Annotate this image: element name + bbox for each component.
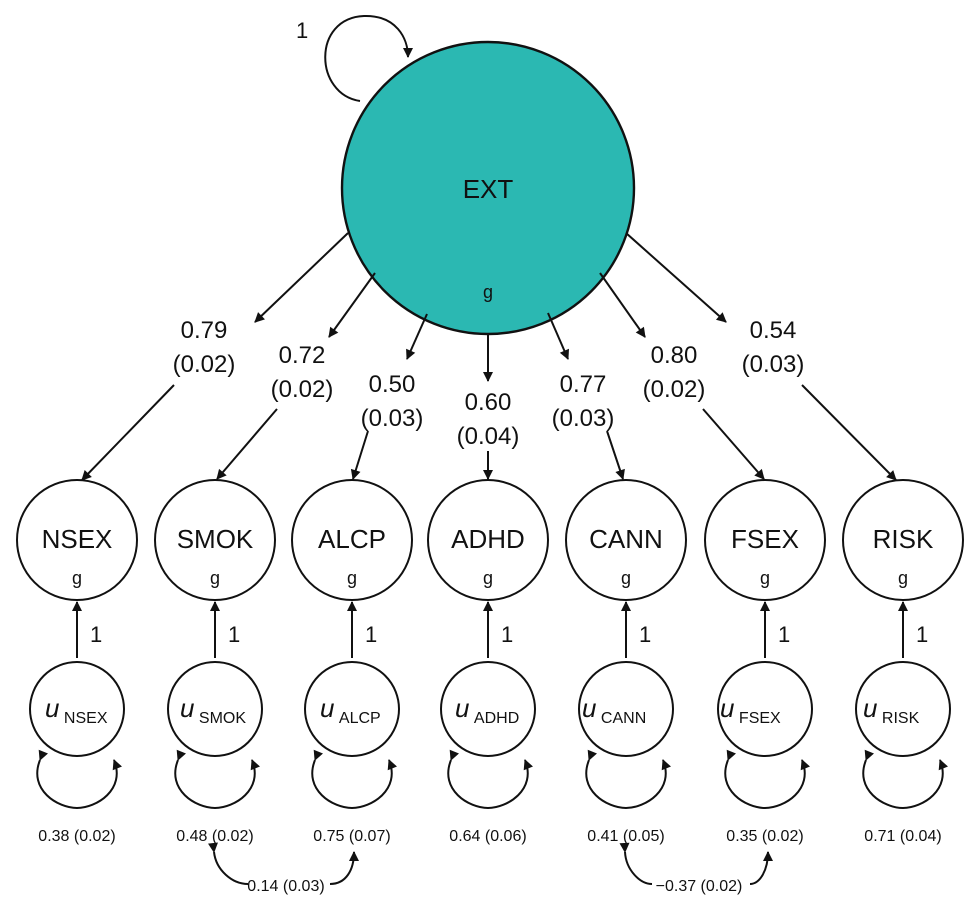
loading-se-fsex: (0.02) — [643, 376, 706, 403]
covariance-label-cann-fsex: −0.37 (0.02) — [656, 878, 743, 895]
residual-label-smok: u SMOK — [180, 693, 246, 727]
residual-variance-loop-smok — [174, 749, 260, 810]
loading-value-adhd: 0.60 — [465, 389, 512, 416]
indicator-label-nsex: NSEX — [42, 524, 113, 554]
residual-label-risk: u RISK — [863, 693, 920, 727]
loading-arrow-alcp-lower — [350, 430, 369, 480]
indicator-circle-fsex — [704, 479, 826, 601]
loading-arrow-fsex — [599, 272, 646, 338]
residual-variance-loop-fsex — [724, 749, 810, 810]
residual-path-label-adhd: 1 — [501, 622, 513, 647]
loading-se-smok: (0.02) — [271, 376, 334, 403]
indicator-circle-alcp — [291, 479, 413, 601]
indicator-cann: 0.77 (0.03) CANN g 1 u CANN 0.41 (0.05) — [547, 312, 687, 845]
loading-arrow-risk-lower — [801, 384, 897, 481]
loading-value-risk: 0.54 — [750, 317, 797, 344]
residual-path-label-fsex: 1 — [778, 622, 790, 647]
residual-covariance-cann-fsex: −0.37 (0.02) — [625, 852, 768, 895]
residual-path-label-cann: 1 — [639, 622, 651, 647]
indicator-smok: 0.72 (0.02) SMOK g 1 u SMOK 0.48 (0.02) — [154, 272, 376, 845]
indicator-nsex: 0.79 (0.02) NSEX g 1 u NSEX 0.38 (0.02) — [16, 232, 349, 845]
indicator-label-fsex: FSEX — [731, 524, 799, 554]
loading-se-nsex: (0.02) — [173, 351, 236, 378]
indicator-label-smok: SMOK — [177, 524, 254, 554]
indicator-sub-smok: g — [210, 568, 220, 588]
indicator-circle-adhd — [427, 479, 549, 601]
indicator-risk: 0.54 (0.03) RISK g 1 u RISK 0.71 (0.04) — [625, 232, 964, 845]
loading-se-alcp: (0.03) — [361, 405, 424, 432]
loading-value-fsex: 0.80 — [651, 342, 698, 369]
residual-path-label-alcp: 1 — [365, 622, 377, 647]
residual-variance-loop-alcp — [311, 749, 397, 810]
latent-self-loop — [324, 14, 413, 102]
indicator-alcp: 0.50 (0.03) ALCP g 1 u ALCP 0.75 (0.07) — [291, 313, 428, 845]
residual-covariance-smok-alcp: 0.14 (0.03) — [214, 852, 354, 895]
indicator-sub-risk: g — [898, 568, 908, 588]
indicator-circle-risk — [842, 479, 964, 601]
covariance-arrow-smok-alcp — [214, 852, 354, 885]
loading-arrow-cann-lower — [606, 430, 625, 480]
residual-variance-risk: 0.71 (0.04) — [864, 828, 941, 845]
covariance-label-smok-alcp: 0.14 (0.03) — [247, 878, 324, 895]
indicator-label-adhd: ADHD — [451, 524, 525, 554]
loading-arrow-alcp — [406, 313, 428, 360]
loading-se-risk: (0.03) — [742, 351, 805, 378]
residual-label-alcp: u ALCP — [320, 693, 381, 727]
residual-label-adhd: u ADHD — [455, 693, 519, 727]
loading-se-cann: (0.03) — [552, 405, 615, 432]
loading-value-nsex: 0.79 — [181, 317, 228, 344]
loading-arrow-cann — [547, 312, 569, 360]
residual-variance-loop-adhd — [447, 749, 533, 810]
residual-variance-alcp: 0.75 (0.07) — [313, 828, 390, 845]
residual-variance-smok: 0.48 (0.02) — [176, 828, 253, 845]
loading-arrow-risk — [625, 232, 727, 323]
indicator-adhd: 0.60 (0.04) ADHD g 1 u ADHD 0.64 (0.06) — [427, 334, 549, 845]
covariance-arrow-cann-fsex — [625, 852, 768, 885]
residual-variance-loop-cann — [585, 749, 671, 810]
loading-se-adhd: (0.04) — [457, 423, 520, 450]
residual-variance-cann: 0.41 (0.05) — [587, 828, 664, 845]
residual-path-label-smok: 1 — [228, 622, 240, 647]
loading-value-alcp: 0.50 — [369, 371, 416, 398]
indicator-sub-alcp: g — [347, 568, 357, 588]
latent-sub-label: g — [483, 282, 493, 302]
loading-arrow-smok — [328, 272, 376, 338]
residual-variance-loop-risk — [862, 749, 948, 810]
loading-arrow-fsex-lower — [702, 408, 765, 480]
residual-variance-adhd: 0.64 (0.06) — [449, 828, 526, 845]
residual-label-fsex: u FSEX — [720, 693, 781, 727]
indicator-sub-nsex: g — [72, 568, 82, 588]
indicator-fsex: 0.80 (0.02) FSEX g 1 u FSEX 0.35 (0.02) — [599, 272, 826, 845]
loading-arrow-nsex-lower — [81, 384, 175, 481]
indicator-label-risk: RISK — [873, 524, 934, 554]
loading-value-smok: 0.72 — [279, 342, 326, 369]
residual-variance-loop-nsex — [36, 749, 122, 810]
indicator-sub-adhd: g — [483, 568, 493, 588]
indicator-label-alcp: ALCP — [318, 524, 386, 554]
loading-value-cann: 0.77 — [560, 371, 607, 398]
indicator-circle-nsex — [16, 479, 138, 601]
residual-label-cann: u CANN — [582, 693, 646, 727]
residual-label-nsex: u NSEX — [45, 693, 108, 727]
indicator-sub-cann: g — [621, 568, 631, 588]
residual-path-label-nsex: 1 — [90, 622, 102, 647]
latent-self-loop-label: 1 — [296, 18, 308, 43]
latent-label: EXT — [463, 174, 514, 204]
indicator-circle-smok — [154, 479, 276, 601]
loading-arrow-smok-lower — [216, 408, 278, 480]
loading-arrow-nsex — [254, 232, 349, 323]
residual-variance-nsex: 0.38 (0.02) — [38, 828, 115, 845]
residual-variance-fsex: 0.35 (0.02) — [726, 828, 803, 845]
indicator-label-cann: CANN — [589, 524, 663, 554]
indicator-circle-cann — [565, 479, 687, 601]
latent-factor-ext: 1 EXT g — [296, 14, 636, 336]
indicator-sub-fsex: g — [760, 568, 770, 588]
residual-path-label-risk: 1 — [916, 622, 928, 647]
